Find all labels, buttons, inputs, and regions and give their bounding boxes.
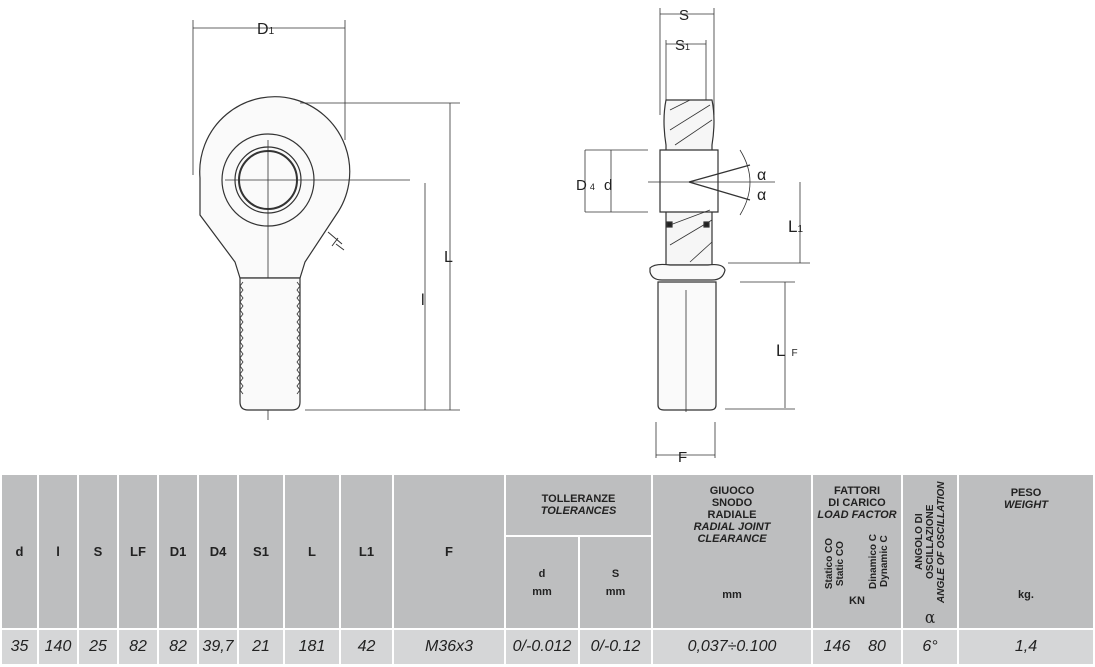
dim-d-label: d xyxy=(604,177,612,194)
alpha-label-lower: α xyxy=(757,187,766,204)
peso-unit: kg. xyxy=(1018,589,1034,601)
alpha-label-upper: α xyxy=(757,167,766,184)
giuoco-it-2: SNODO xyxy=(711,497,753,509)
cell-clearance: 0,037÷0.100 xyxy=(651,628,813,666)
table-row: 35 140 25 82 82 39,7 21 181 42 M36x3 0/-… xyxy=(0,628,1095,666)
cell-L: 181 xyxy=(283,628,341,666)
peso-it: PESO xyxy=(1010,487,1042,499)
col-header-S: S xyxy=(77,473,119,630)
cell-S1: 21 xyxy=(237,628,285,666)
col-header-load-factor: FATTORI DI CARICO LOAD FACTOR Statico CO… xyxy=(811,473,903,630)
cell-F: M36x3 xyxy=(392,628,506,666)
front-view xyxy=(192,20,460,420)
dim-S1-label: S1 xyxy=(675,37,690,54)
giuoco-it-1: GIUOCO xyxy=(709,485,755,497)
cell-S: 25 xyxy=(77,628,119,666)
cell-tol-d: 0/-0.012 xyxy=(504,628,580,666)
dim-S-label: S xyxy=(679,7,689,24)
side-view xyxy=(584,8,810,458)
cell-LF: 82 xyxy=(117,628,159,666)
giuoco-it-3: RADIALE xyxy=(707,509,757,521)
tol-it: TOLLERANZE xyxy=(541,493,616,505)
fatt-it-1: FATTORI xyxy=(833,485,881,497)
col-header-LF: LF xyxy=(117,473,159,630)
cell-l: 140 xyxy=(37,628,79,666)
col-header-S1: S1 xyxy=(237,473,285,630)
giuoco-en-2: CLEARANCE xyxy=(697,533,767,545)
cell-weight: 1,4 xyxy=(957,628,1095,666)
col-header-clearance: GIUOCO SNODO RADIALE RADIAL JOINT CLEARA… xyxy=(651,473,813,630)
cell-D4: 39,7 xyxy=(197,628,239,666)
alpha-symbol: α xyxy=(924,608,936,628)
giuoco-unit: mm xyxy=(722,589,742,601)
cell-load-factor: 146 80 xyxy=(811,628,903,666)
tol-en: TOLERANCES xyxy=(540,505,617,517)
col-header-D1: D1 xyxy=(157,473,199,630)
dim-F-label: F xyxy=(678,449,687,466)
col-header-L: L xyxy=(283,473,341,630)
col-header-l: l xyxy=(37,473,79,630)
col-header-L1: L1 xyxy=(339,473,394,630)
fatt-it-2: DI CARICO xyxy=(828,497,886,509)
cell-angle: 6° xyxy=(901,628,959,666)
cell-D1: 82 xyxy=(157,628,199,666)
fatt-unit: KN xyxy=(849,595,865,607)
cell-dynamic: 80 xyxy=(868,638,886,655)
cell-tol-s: 0/-0.12 xyxy=(578,628,653,666)
col-header-F: F xyxy=(392,473,506,630)
cell-L1: 42 xyxy=(339,628,394,666)
dim-L-label: L xyxy=(444,249,453,266)
cell-static: 146 xyxy=(823,638,851,655)
giuoco-en-1: RADIAL JOINT xyxy=(693,521,771,533)
col-header-weight: PESO WEIGHT kg. xyxy=(957,473,1095,630)
dim-L1-label: L1 xyxy=(788,217,803,236)
dim-D1-label: D1 xyxy=(257,21,275,38)
cell-d: 35 xyxy=(0,628,39,666)
col-header-D4: D4 xyxy=(197,473,239,630)
fatt-en: LOAD FACTOR xyxy=(817,509,897,521)
col-header-d: d xyxy=(0,473,39,630)
peso-en: WEIGHT xyxy=(1004,499,1048,511)
dim-l-label: l xyxy=(421,292,425,309)
